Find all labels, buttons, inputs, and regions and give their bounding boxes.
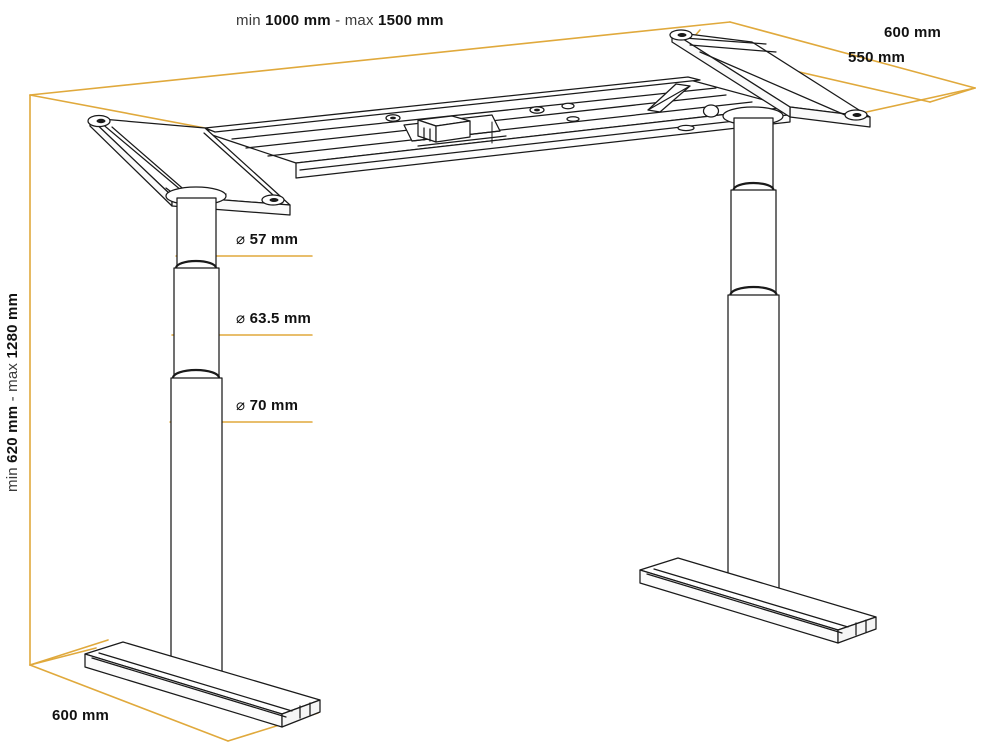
right-bracket-inner-line-2 — [689, 44, 777, 53]
diameter-value-lower: 70 mm — [249, 397, 299, 414]
left-foot-chamfer-2 — [98, 652, 293, 712]
left-top-bracket — [87, 114, 291, 216]
left-column-stage-middle — [173, 267, 220, 379]
width-min-value: 1000 mm — [265, 12, 331, 29]
height-max-prefix: max — [4, 362, 21, 392]
crossbeam-inner-member-edge2 — [417, 135, 507, 147]
crossbeam-upper-rail — [204, 76, 701, 133]
height-min-prefix: min — [4, 467, 21, 492]
bracket-eyelet-left-inner — [96, 118, 106, 124]
right-bracket-inner-line-1 — [683, 37, 767, 45]
crossbeam-rail-line-1 — [231, 87, 717, 140]
motor-housing-side — [435, 120, 471, 143]
cable-pass-hole — [702, 104, 720, 118]
crossbeam-assembly — [199, 76, 791, 179]
right-foot-chamfer-2 — [653, 568, 849, 628]
gusset-plate-right-edge — [647, 85, 691, 111]
right-foot — [639, 557, 877, 644]
right-column-stage-lower — [727, 294, 780, 603]
crossbeam-rail-line-3 — [267, 101, 753, 157]
right-column-stage-upper — [733, 117, 774, 191]
height-min-value: 620 mm — [4, 405, 21, 463]
bolt-hole-4 — [677, 124, 695, 132]
left-foot-chamfer-1 — [91, 657, 287, 718]
width-max-value: 1500 mm — [378, 12, 444, 29]
right-bracket-eyelet-left-inner — [677, 33, 687, 37]
height-max-value: 1280 mm — [4, 292, 21, 359]
dimension-label-depth-inner: 550 mm — [848, 49, 906, 66]
dimension-label-height: min 620 mm - max 1280 mm — [4, 293, 21, 492]
dim-ext-height-bottom — [29, 647, 97, 666]
width-max-prefix: max — [344, 12, 374, 29]
dimension-label-diameter-upper: ⌀ 57 mm — [236, 230, 298, 248]
right-leg-column — [727, 117, 780, 612]
right-column-stage-middle — [730, 189, 777, 296]
dimension-label-depth-outer: 600 mm — [884, 24, 942, 41]
dimension-label-foot-length: 600 mm — [52, 707, 110, 724]
right-bracket-rib — [699, 51, 853, 119]
diameter-value-middle: 63.5 mm — [249, 310, 312, 327]
left-column-stage-upper — [176, 197, 217, 269]
dimension-label-diameter-lower: ⌀ 70 mm — [236, 396, 298, 414]
bracket-eyelet-right-inner — [269, 198, 279, 202]
right-bracket-eyelet-right-inner — [852, 113, 862, 117]
bolt-hole-5 — [566, 116, 580, 122]
width-separator: - — [335, 12, 341, 29]
left-bracket-inner-line-1 — [99, 121, 189, 197]
diameter-value-upper: 57 mm — [249, 231, 299, 248]
dim-ext-depth-inner-2 — [929, 87, 976, 103]
width-min-prefix: min — [236, 12, 261, 29]
dim-line-width — [29, 21, 731, 96]
diameter-symbol-upper: ⌀ — [236, 231, 246, 248]
frame-geometry-layer — [84, 29, 877, 728]
dim-ext-depth-outer — [861, 87, 976, 114]
bolt-hole-2-inner — [534, 108, 540, 112]
left-bracket-rib — [203, 132, 283, 204]
height-separator: - — [4, 396, 21, 402]
diameter-symbol-lower: ⌀ — [236, 397, 246, 414]
left-leg-column — [169, 197, 223, 696]
right-foot-chamfer-1 — [646, 573, 843, 634]
dimension-label-diameter-middle: ⌀ 63.5 mm — [236, 309, 311, 327]
left-foot — [84, 641, 321, 728]
bolt-hole-3 — [561, 102, 575, 110]
dim-ext-width-left — [29, 94, 206, 129]
dim-line-depth-outer — [729, 21, 976, 89]
left-column-stage-lower — [170, 377, 223, 687]
diameter-symbol-middle: ⌀ — [236, 310, 246, 327]
dim-line-foot — [29, 664, 229, 742]
dimension-label-width: min 1000 mm - max 1500 mm — [236, 12, 444, 29]
bolt-hole-1-inner — [390, 116, 396, 120]
